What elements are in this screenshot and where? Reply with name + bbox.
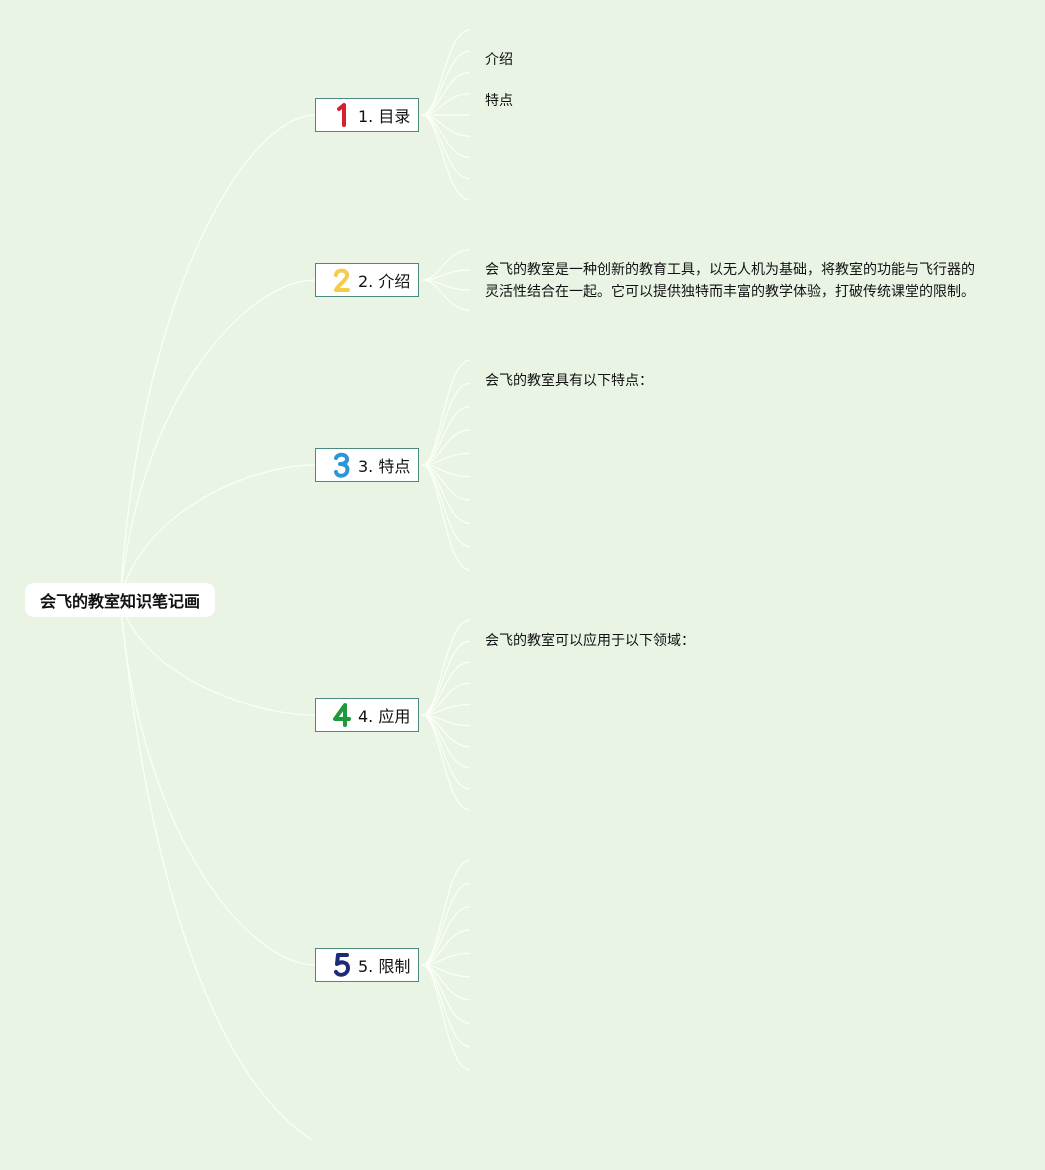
- topic-fan-connector: [421, 464, 471, 501]
- topic-fan-connector: [421, 682, 471, 716]
- topic-fan-connector: [421, 964, 471, 1001]
- numeral-5-shape: [334, 953, 350, 977]
- topic-fan-connector: [421, 964, 471, 1024]
- number-three-icon: [332, 452, 352, 478]
- detail-introduction-text[interactable]: 会飞的教室是一种创新的教育工具，以无人机为基础，将教室的功能与飞行器的 灵活性结…: [485, 259, 975, 303]
- topic-fan-connector: [421, 964, 471, 1071]
- topic-fan-connector: [421, 269, 471, 281]
- topic-fan-connector: [421, 464, 471, 524]
- topic-fan-connector: [421, 929, 471, 966]
- topic-label-limitations: 5. 限制: [358, 957, 411, 976]
- topic-label-applications: 4. 应用: [358, 707, 411, 726]
- topic-fan-connector: [421, 714, 471, 790]
- topic-fan-connector: [421, 359, 471, 466]
- topic-fan-connector: [421, 464, 471, 548]
- topic-fan-connector: [421, 29, 471, 116]
- root-to-topic-connector: [119, 114, 316, 601]
- topic-fan-connector: [421, 406, 471, 466]
- topic-fan-connector: [421, 114, 471, 201]
- topic-label-introduction: 2. 介绍: [358, 272, 411, 291]
- detail-contents-features[interactable]: 特点: [485, 93, 513, 109]
- detail-applications-text[interactable]: 会飞的教室可以应用于以下领域：: [485, 633, 695, 649]
- number-two-icon: [332, 267, 352, 293]
- root-node[interactable]: 会飞的教室知识笔记画: [25, 583, 215, 617]
- topic-fan-connector: [421, 964, 471, 1048]
- root-title: 会飞的教室知识笔记画: [39, 592, 200, 611]
- root-to-topic-connector: [119, 599, 316, 966]
- detail-features-text[interactable]: 会飞的教室具有以下特点：: [485, 373, 653, 389]
- topic-fan-connector: [421, 452, 471, 466]
- numeral-3-shape: [334, 452, 350, 478]
- topic-fan-connector: [421, 714, 471, 727]
- topic-fan-connector: [421, 249, 471, 281]
- number-one-icon: [332, 102, 352, 128]
- topic-node-applications[interactable]: 4. 应用: [315, 698, 419, 732]
- topic-fan-connector: [421, 382, 471, 466]
- topic-fan-connector: [421, 279, 471, 291]
- root-to-topic-connector: [119, 279, 316, 601]
- detail-contents-introduction[interactable]: 介绍: [485, 52, 513, 68]
- topic-fan-connector: [421, 714, 471, 769]
- topic-fan-connector: [421, 279, 471, 311]
- topic-fan-connector: [421, 71, 471, 116]
- topic-fan-connector: [421, 661, 471, 716]
- topic-fan-connector: [421, 952, 471, 966]
- topic-fan-connector: [421, 114, 471, 159]
- topic-fan-connector: [421, 640, 471, 716]
- topic-fan-connector: [421, 114, 471, 180]
- topic-label-features: 3. 特点: [358, 457, 411, 476]
- topic-fan-connector: [421, 714, 471, 811]
- topic-fan-connector: [421, 859, 471, 966]
- topic-node-contents[interactable]: 1. 目录: [315, 98, 419, 132]
- numeral-1-shape: [337, 103, 346, 127]
- root-extra-connector: [119, 599, 313, 1141]
- numeral-4-shape: [333, 703, 351, 727]
- topic-fan-connector: [421, 93, 471, 116]
- topic-fan-connector: [421, 429, 471, 466]
- topic-fan-connector: [421, 906, 471, 966]
- detail-introduction-line-1: 会飞的教室是一种创新的教育工具，以无人机为基础，将教室的功能与飞行器的: [485, 262, 975, 278]
- topic-fan-connector: [421, 619, 471, 716]
- topic-fan-connector: [421, 714, 471, 748]
- number-four-icon: [332, 702, 352, 728]
- topic-label-contents: 1. 目录: [358, 107, 411, 126]
- topic-fan-connector: [421, 964, 471, 978]
- topic-fan-connector: [421, 882, 471, 966]
- topic-node-limitations[interactable]: 5. 限制: [315, 948, 419, 982]
- topic-fan-connector: [421, 464, 471, 478]
- detail-introduction-line-2: 灵活性结合在一起。它可以提供独特而丰富的教学体验，打破传统课堂的限制。: [485, 284, 975, 300]
- topic-fan-connector: [421, 703, 471, 716]
- topic-node-introduction[interactable]: 2. 介绍: [315, 263, 419, 297]
- topic-fan-connector: [421, 114, 471, 137]
- root-to-topic-connector: [119, 599, 316, 716]
- topic-fan-connector: [421, 50, 471, 116]
- root-to-topic-connector: [119, 464, 316, 601]
- number-five-icon: [332, 952, 352, 978]
- numeral-2-shape: [334, 268, 350, 292]
- topic-node-features[interactable]: 3. 特点: [315, 448, 419, 482]
- topic-fan-connector: [421, 464, 471, 571]
